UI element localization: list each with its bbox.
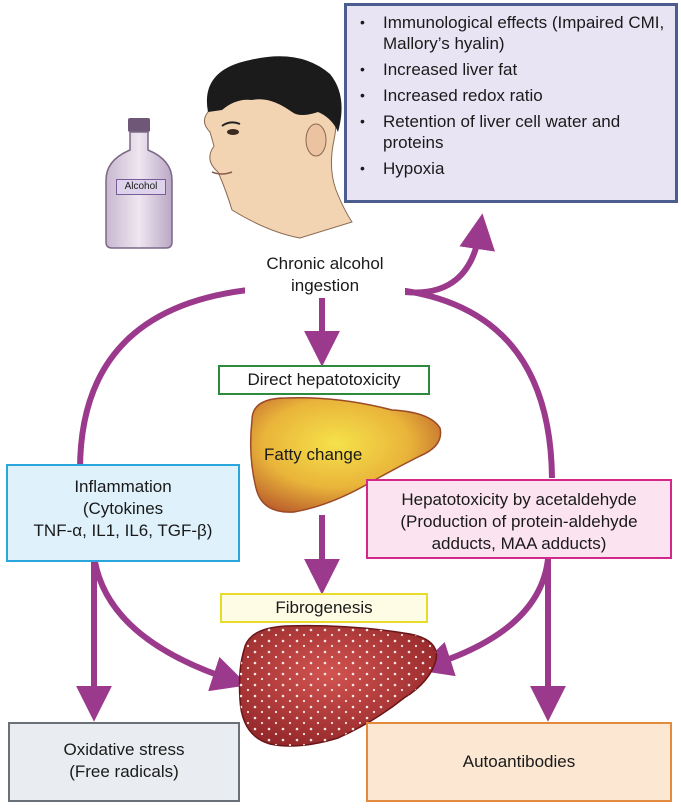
effect-item: • Increased redox ratio: [357, 85, 665, 106]
acetaldehyde-title: Hepatotoxicity by acetaldehyde: [368, 489, 670, 511]
effect-text: Increased redox ratio: [383, 86, 543, 105]
oxidative-stress-box: Oxidative stress (Free radicals): [8, 722, 240, 802]
effects-list: • Immunological effects (Impaired CMI, Ma…: [357, 12, 665, 179]
effect-item: • Hypoxia: [357, 158, 665, 179]
oxidative-detail: (Free radicals): [10, 761, 238, 783]
man-profile-icon: [204, 56, 352, 238]
bullet: •: [360, 111, 365, 132]
oxidative-title: Oxidative stress: [10, 739, 238, 761]
effect-item: • Increased liver fat: [357, 59, 665, 80]
effect-text: Retention of liver cell water and protei…: [383, 112, 620, 152]
effect-text: Immunological effects (Impaired CMI, Mal…: [383, 13, 664, 53]
bullet: •: [360, 158, 365, 179]
bullet: •: [360, 12, 365, 33]
chronic-alcohol-label: Chronic alcohol ingestion: [245, 253, 405, 297]
inflammation-box: Inflammation (Cytokines TNF-α, IL1, IL6,…: [6, 464, 240, 562]
fatty-change-label: Fatty change: [264, 445, 362, 465]
autoantibodies-box: Autoantibodies: [366, 722, 672, 802]
effect-item: • Retention of liver cell water and prote…: [357, 111, 665, 153]
fibrogenesis-box: Fibrogenesis: [220, 593, 428, 623]
acetaldehyde-adducts: adducts, MAA adducts): [368, 533, 670, 555]
effect-text: Increased liver fat: [383, 60, 517, 79]
effect-item: • Immunological effects (Impaired CMI, Ma…: [357, 12, 665, 54]
alcohol-bottle-label: Alcohol: [116, 179, 166, 195]
inflammation-cytokines: (Cytokines: [8, 498, 238, 520]
bullet: •: [360, 85, 365, 106]
direct-hepatotoxicity-box: Direct hepatotoxicity: [218, 365, 430, 395]
inflammation-cytokine-list: TNF-α, IL1, IL6, TGF-β): [8, 520, 238, 542]
inflammation-title: Inflammation: [8, 476, 238, 498]
alcohol-effects-box: • Immunological effects (Impaired CMI, Ma…: [344, 3, 678, 203]
effect-text: Hypoxia: [383, 159, 444, 178]
acetaldehyde-detail: (Production of protein-aldehyde: [368, 511, 670, 533]
bullet: •: [360, 59, 365, 80]
acetaldehyde-box: Hepatotoxicity by acetaldehyde (Producti…: [366, 479, 672, 559]
